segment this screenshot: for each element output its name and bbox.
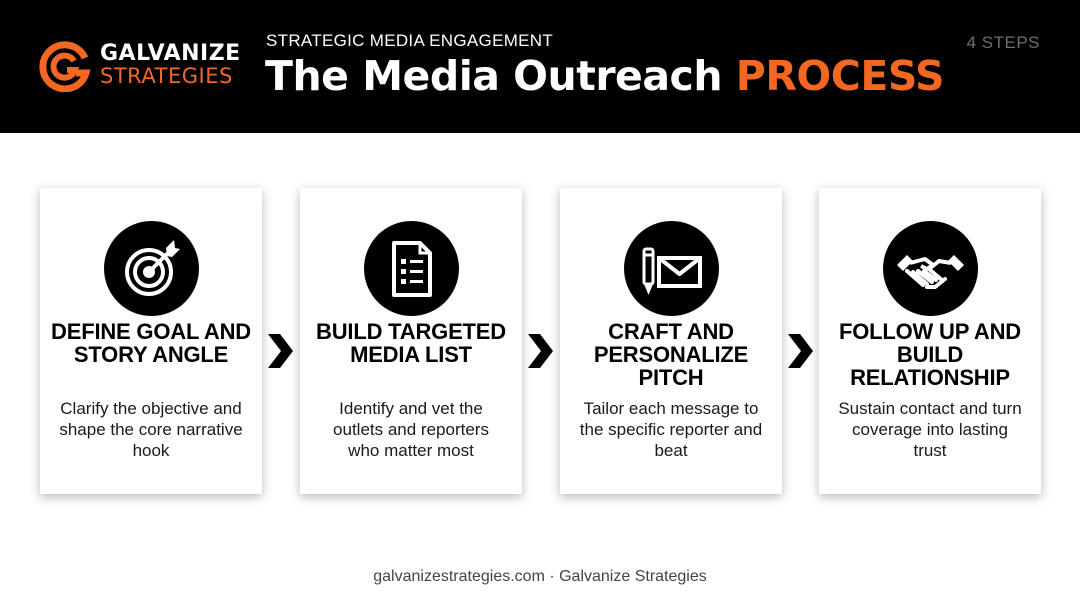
step-title: DEFINE GOAL AND STORY ANGLE xyxy=(51,319,251,367)
step-title: FOLLOW UP AND BUILD RELATIONSHIP xyxy=(839,319,1021,390)
galvanize-logo-icon xyxy=(39,41,91,92)
header-bar: GALVANIZE STRATEGIES STRATEGIC MEDIA ENG… xyxy=(0,0,1080,133)
logo-wordmark-top: GALVANIZE xyxy=(100,41,241,66)
title-accent: PROCESS xyxy=(735,52,945,100)
logo-wordmark-bottom: STRATEGIES xyxy=(100,64,233,88)
pencil-envelope-icon xyxy=(642,247,702,295)
chevron-right-icon xyxy=(528,334,553,368)
eyebrow-label: STRATEGIC MEDIA ENGAGEMENT xyxy=(266,31,554,50)
step-description: Identify and vet the outlets and reporte… xyxy=(333,399,489,460)
title-main: The Media Outreach xyxy=(265,52,736,100)
step-description: Tailor each message to the specific repo… xyxy=(579,399,763,460)
handshake-icon xyxy=(897,255,964,289)
step-card-4: FOLLOW UP AND BUILD RELATIONSHIP Sustain… xyxy=(819,188,1041,494)
step-icon-circle xyxy=(104,221,199,316)
target-icon xyxy=(125,240,180,296)
step-description: Sustain contact and turn coverage into l… xyxy=(838,399,1022,460)
step-title: CRAFT AND PERSONALIZE PITCH xyxy=(593,319,749,390)
step-icon-circle xyxy=(883,221,978,316)
step-icon-circle xyxy=(624,221,719,316)
document-list-icon xyxy=(392,241,432,297)
step-card-2: BUILD TARGETED MEDIA LIST Identify and v… xyxy=(300,188,522,494)
step-title: BUILD TARGETED MEDIA LIST xyxy=(316,319,506,367)
step-card-1: DEFINE GOAL AND STORY ANGLE Clarify the … xyxy=(40,188,262,494)
step-description: Clarify the objective and shape the core… xyxy=(59,399,243,460)
steps-count-label: 4 STEPS xyxy=(966,33,1040,52)
chevron-right-icon xyxy=(268,334,293,368)
chevron-right-icon xyxy=(788,334,813,368)
page-title: The Media Outreach PROCESS xyxy=(265,52,945,100)
step-card-3: CRAFT AND PERSONALIZE PITCH Tailor each … xyxy=(560,188,782,494)
footer-text: galvanizestrategies.com · Galvanize Stra… xyxy=(373,568,707,585)
brand-logo[interactable]: GALVANIZE STRATEGIES xyxy=(38,40,241,92)
step-icon-circle xyxy=(364,221,459,316)
